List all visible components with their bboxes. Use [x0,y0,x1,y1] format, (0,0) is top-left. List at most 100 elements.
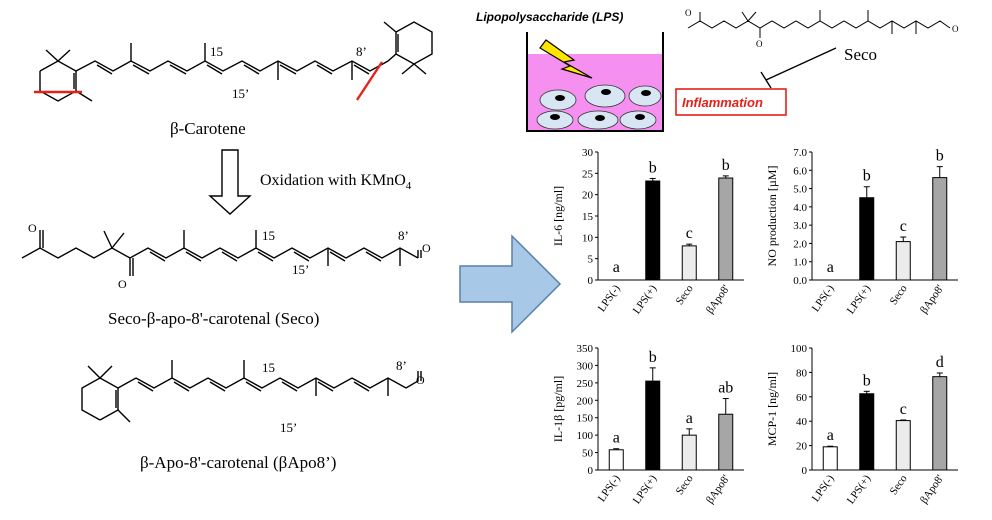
oxidation-arrow [208,149,252,215]
y-tick-label: 0.0 [793,275,807,287]
bapo8-aldehyde-o: O [416,373,425,387]
bar [645,180,661,281]
significance-letter: b [936,148,944,165]
significance-letter: a [686,410,693,427]
y-tick-label: 25 [582,168,594,180]
y-axis-label: IL-1β [pg/ml] [551,376,565,442]
category-label: βApo8' [918,473,946,506]
y-tick-label: 40 [796,416,808,428]
y-tick-label: 4.0 [793,202,807,214]
y-tick-label: 15 [582,211,594,223]
category-label: Seco [888,282,910,307]
significance-letter: a [613,259,620,276]
significance-letter: ab [718,380,733,397]
category-label: βApo8' [704,473,732,506]
seco-label-15: 15 [262,228,275,243]
significance-letter: b [863,168,871,185]
seco-ketone-o-left: O [28,221,37,235]
y-tick-label: 0 [588,275,594,287]
significance-letter: c [900,401,907,418]
y-tick-label: 200 [577,395,594,407]
bapo8-name: β-Apo-8'-carotenal (βApo8’) [140,453,336,472]
category-label: LPS(+) [631,283,660,317]
seco-small-o1: O [685,8,692,18]
y-tick-label: 0 [588,465,594,477]
category-label: LPS(-) [596,473,623,505]
inhibition-line [760,47,837,89]
oxidation-label: Oxidation with KMnO4 [260,172,412,192]
seco-name: Seco-β-apo-8'-carotenal (Seco) [108,309,319,328]
bar [681,434,697,471]
y-tick-label: 80 [796,367,808,379]
significance-letter: b [649,349,657,366]
y-tick-label: 5 [588,254,594,266]
bar [859,197,875,281]
bar [718,177,734,281]
bapo8-label-15-prime: 15’ [280,420,297,435]
cleavage-mark-right [355,61,384,101]
bar [932,177,948,281]
category-label: LPS(-) [810,473,837,505]
bar [895,241,911,281]
category-label: Seco [674,282,696,307]
seco-small-o3: O [952,24,959,34]
bar [895,420,911,471]
cell-nuclei [550,89,651,121]
bar [822,446,838,471]
beta-carotene-structure [39,21,433,102]
category-label: LPS(+) [845,283,874,317]
inflammation-box [675,88,787,116]
significance-letter: b [863,372,871,389]
bapo8-structure [81,360,422,423]
category-label: βApo8' [918,283,946,316]
big-arrow [459,234,562,334]
y-axis-label: NO production [µM] [765,166,779,267]
bar [718,413,734,471]
y-tick-label: 5.0 [793,184,807,196]
y-tick-label: 60 [796,392,808,404]
bar [932,376,948,471]
y-tick-label: 3.0 [793,220,807,232]
significance-letter: a [827,427,834,444]
y-tick-label: 10 [582,232,594,244]
y-tick-label: 100 [577,430,594,442]
y-tick-label: 300 [577,360,594,372]
significance-letter: c [686,225,693,242]
category-label: βApo8' [704,283,732,316]
cleavage-marks [34,61,384,101]
category-label: LPS(+) [631,473,660,507]
y-tick-label: 20 [796,441,808,453]
y-tick-label: 350 [577,343,594,355]
bar [645,380,661,471]
category-label: LPS(-) [810,283,837,315]
bar [681,245,697,281]
y-tick-label: 50 [582,448,594,460]
category-label: Seco [888,472,910,497]
category-label: Seco [674,472,696,497]
y-tick-label: 250 [577,378,594,390]
y-tick-label: 150 [577,413,594,425]
seco-ketone-o: O [118,277,127,291]
significance-letter: a [613,430,620,447]
category-label: LPS(-) [596,283,623,315]
seco-small-o2: O [756,39,763,49]
significance-letter: c [900,218,907,235]
seco-small-structure [687,10,951,38]
seco-label-15-prime: 15’ [292,262,309,277]
bapo8-label-15: 15 [262,360,275,375]
y-tick-label: 0 [802,465,808,477]
lps-label: Lipopolysaccharide (LPS) [476,10,623,24]
y-axis-label: IL-6 [ng/ml] [551,186,565,246]
significance-letter: b [649,159,657,176]
bar [608,449,624,471]
beta-carotene-name: β-Carotene [170,119,246,138]
seco-scheme-label: Seco [844,45,877,64]
label-15: 15 [210,44,223,59]
y-tick-label: 30 [582,147,594,159]
seco-aldehyde-o: O [422,241,431,255]
